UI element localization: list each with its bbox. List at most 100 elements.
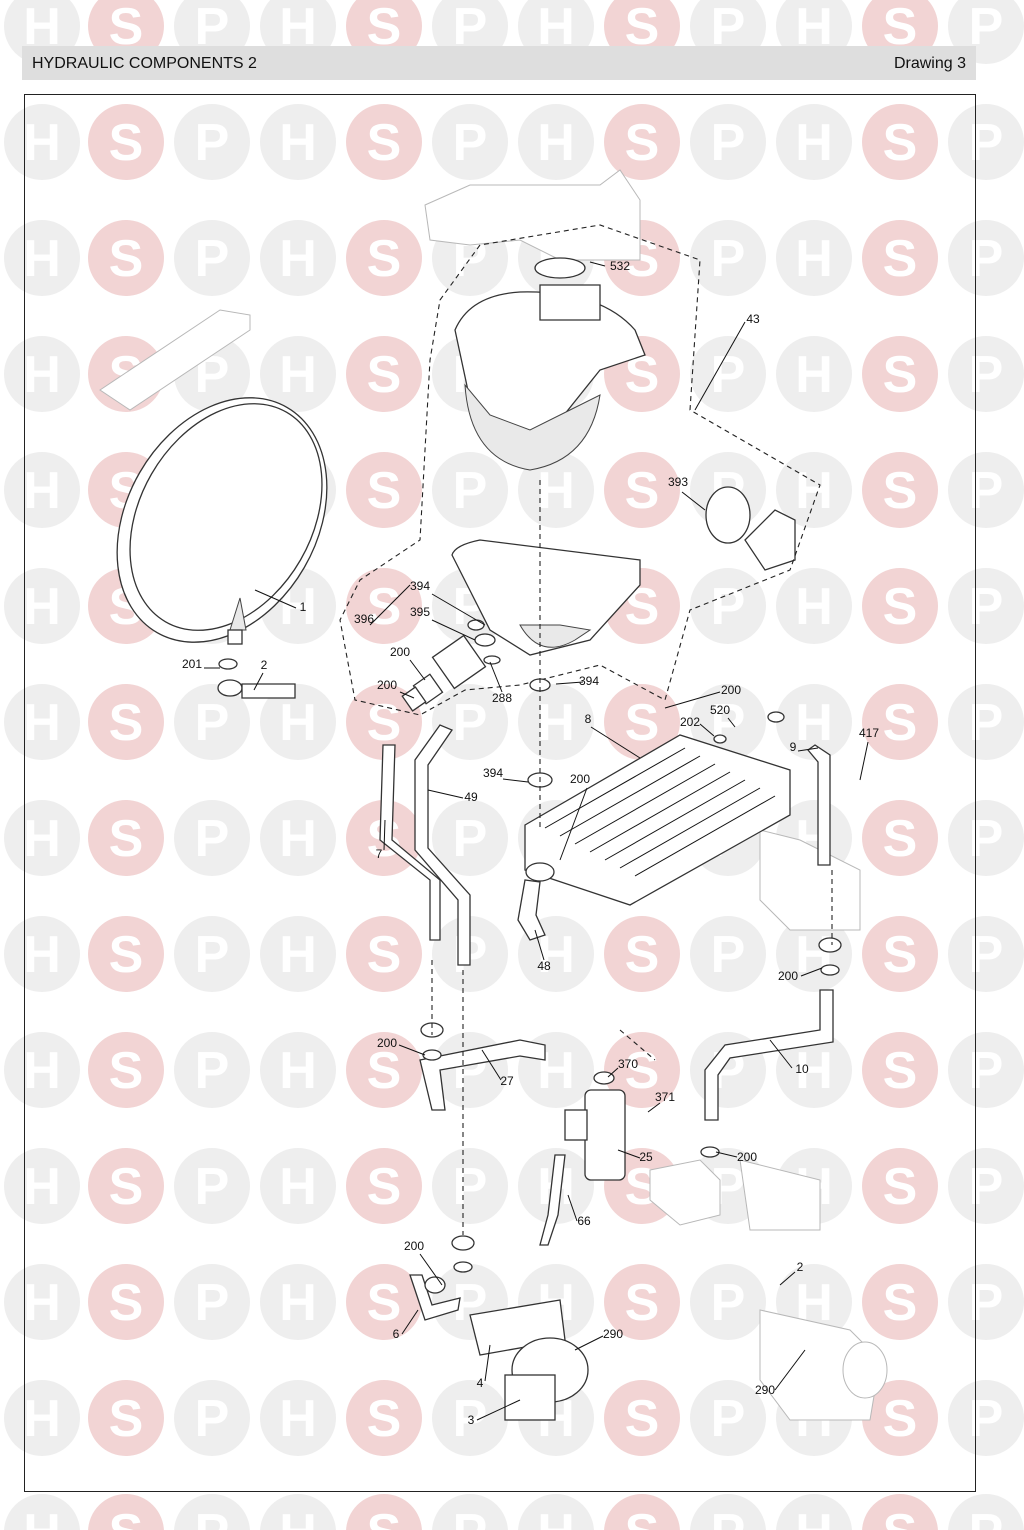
leader-line (481, 1049, 502, 1081)
watermark-circle (260, 1148, 336, 1224)
watermark-letter: S (883, 694, 918, 752)
watermark-circle (604, 1264, 680, 1340)
watermark-circle (862, 1264, 938, 1340)
watermark-letter: P (195, 230, 230, 288)
leader-line (664, 691, 721, 709)
part-callout-label: 27 (500, 1074, 514, 1088)
watermark-circle (4, 1494, 80, 1530)
watermark-circle (260, 1494, 336, 1530)
watermark-circle (862, 684, 938, 760)
leader-line (559, 787, 588, 861)
watermark-circle (690, 104, 766, 180)
watermark-letter: P (711, 1390, 746, 1448)
watermark-circle (88, 684, 164, 760)
watermark-letter: P (969, 346, 1004, 404)
watermark-circle (260, 1264, 336, 1340)
watermark-circle (260, 1380, 336, 1456)
part-callout-label: 2 (797, 1260, 804, 1274)
diverter-valve (564, 1089, 721, 1226)
watermark-letter: S (883, 926, 918, 984)
watermark-circle (604, 916, 680, 992)
watermark-circle (174, 1264, 250, 1340)
watermark-letter: H (795, 694, 833, 752)
watermark-circle (4, 800, 80, 876)
watermark-circle (260, 684, 336, 760)
watermark-circle (174, 1032, 250, 1108)
watermark-circle (948, 220, 1024, 296)
watermark-letter: H (23, 230, 61, 288)
leader-line (859, 741, 869, 781)
watermark-circle (346, 684, 422, 760)
watermark-letter: P (453, 1390, 488, 1448)
leader-line (607, 1067, 619, 1078)
watermark-letter: S (883, 1042, 918, 1100)
leader-line (489, 661, 503, 693)
assembly-43-boundary (339, 224, 821, 716)
part-callout-label: 10 (795, 1062, 809, 1076)
watermark-letter: P (969, 1274, 1004, 1332)
watermark-letter: S (109, 1158, 144, 1216)
watermark-circle (346, 1264, 422, 1340)
watermark-letter: S (367, 114, 402, 172)
watermark-letter: H (795, 114, 833, 172)
alignment-lines (431, 480, 833, 1235)
plate-heat-exchanger (524, 734, 791, 906)
watermark-circle (948, 104, 1024, 180)
watermark-letter: H (23, 926, 61, 984)
watermark-letter: S (109, 114, 144, 172)
leader-lines (204, 261, 869, 1421)
watermark-letter: S (625, 1504, 660, 1530)
watermark-circle (346, 336, 422, 412)
header-bar: HYDRAULIC COMPONENTS 2 Drawing 3 (22, 46, 976, 80)
watermark-letter: H (795, 578, 833, 636)
watermark-circle (604, 1032, 680, 1108)
page-title: HYDRAULIC COMPONENTS 2 (32, 55, 257, 72)
watermark-circle (776, 104, 852, 180)
expansion-vessel (99, 309, 328, 645)
watermark-letter: P (969, 1504, 1004, 1530)
leader-line (399, 691, 415, 699)
watermark-circle (260, 916, 336, 992)
watermark-letter: S (367, 578, 402, 636)
watermark-letter: P (969, 578, 1004, 636)
watermark-letter: P (711, 1274, 746, 1332)
leader-line (715, 1151, 738, 1158)
watermark-letter: P (969, 694, 1004, 752)
watermark-letter: S (367, 346, 402, 404)
leader-line (484, 1344, 491, 1382)
watermark-circle (4, 916, 80, 992)
watermark-circle (174, 1380, 250, 1456)
leader-line (769, 1039, 793, 1069)
part-callout-label: 520 (710, 703, 730, 717)
part-callout-label: 396 (354, 612, 374, 626)
watermark-circle (260, 1032, 336, 1108)
watermark-circle (174, 104, 250, 180)
part-callout-label: 7 (376, 847, 383, 861)
watermark-circle (604, 1494, 680, 1530)
watermark-circle (948, 1032, 1024, 1108)
watermark-circle (88, 1380, 164, 1456)
watermark-letter: P (195, 694, 230, 752)
watermark-letter: H (279, 1158, 317, 1216)
watermark-circle (4, 104, 80, 180)
pump (469, 1299, 888, 1421)
part-callout-label: 202 (680, 715, 700, 729)
leader-line (779, 1271, 796, 1286)
watermark-letter: S (109, 1390, 144, 1448)
watermark-circle (948, 452, 1024, 528)
leader-line (567, 1194, 578, 1222)
watermark-circle (174, 916, 250, 992)
watermark-letter: H (279, 1390, 317, 1448)
watermark-circle (862, 1032, 938, 1108)
watermark-letter: P (711, 230, 746, 288)
watermark-letter: S (883, 810, 918, 868)
watermark-circle (4, 1148, 80, 1224)
watermark-letter: S (883, 346, 918, 404)
watermark-circle (604, 1380, 680, 1456)
watermark-circle (862, 1148, 938, 1224)
watermark-letter: S (625, 1390, 660, 1448)
part-callout-label: 200 (390, 645, 410, 659)
part-callout-label: 200 (377, 1036, 397, 1050)
